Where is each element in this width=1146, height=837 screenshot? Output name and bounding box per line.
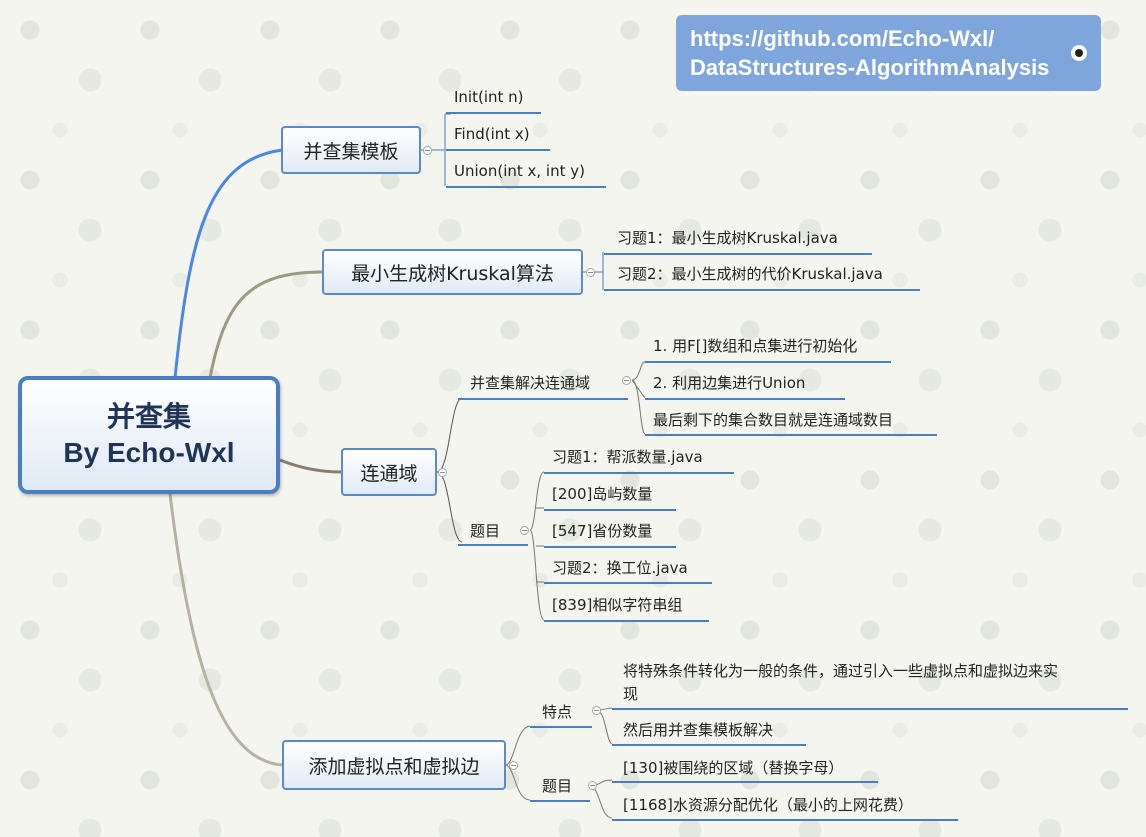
github-link-box[interactable]: https://github.com/Echo-Wxl/ DataStructu… xyxy=(676,15,1101,91)
collapse-toggle-template[interactable] xyxy=(423,146,432,155)
branch-kruskal[interactable]: 最小生成树Kruskal算法 xyxy=(322,249,583,295)
problem-item-3[interactable]: [547]省份数量 xyxy=(552,522,653,540)
branch-kruskal-title: 最小生成树Kruskal算法 xyxy=(351,262,554,285)
template-item-union[interactable]: Union(int x, int y) xyxy=(454,162,585,180)
underline xyxy=(612,819,958,821)
connector-root-kruskal xyxy=(208,270,324,379)
underline xyxy=(458,544,528,546)
connectivity-problems-title[interactable]: 题目 xyxy=(470,522,501,540)
collapse-toggle-virtual[interactable] xyxy=(509,761,518,770)
problem-item-5[interactable]: [839]相似字符串组 xyxy=(552,596,683,614)
connectivity-solve-title[interactable]: 并查集解决连通域 xyxy=(470,374,591,392)
underline xyxy=(604,289,920,291)
branch-template-title: 并查集模板 xyxy=(303,140,399,163)
underline xyxy=(645,434,937,436)
underline xyxy=(544,582,712,584)
collapse-toggle-virtual-problems[interactable] xyxy=(588,781,597,790)
underline xyxy=(612,744,806,746)
collapse-toggle-connectivity[interactable] xyxy=(438,468,447,477)
solve-item-2[interactable]: 2. 利用边集进行Union xyxy=(653,374,806,392)
problem-item-2[interactable]: [200]岛屿数量 xyxy=(552,485,653,503)
underline xyxy=(544,472,734,474)
collapse-toggle-features[interactable] xyxy=(592,706,601,715)
branch-virtual-title: 添加虚拟点和虚拟边 xyxy=(308,755,480,778)
underline xyxy=(645,398,845,400)
underline xyxy=(446,149,550,151)
virtual-problem-2[interactable]: [1168]水资源分配优化（最小的上网花费） xyxy=(623,796,913,814)
root-subtitle: By Echo-Wxl xyxy=(63,437,235,468)
branch-template[interactable]: 并查集模板 xyxy=(281,126,421,174)
virtual-problem-1[interactable]: [130]被围绕的区域（替换字母） xyxy=(623,759,844,777)
underline xyxy=(544,509,676,511)
underline xyxy=(612,708,1128,710)
feature-item-2[interactable]: 然后用并查集模板解决 xyxy=(623,721,774,739)
collapse-toggle-kruskal[interactable] xyxy=(586,268,595,277)
connector-root-virtual xyxy=(168,493,283,767)
kruskal-item-1[interactable]: 习题1：最小生成树Kruskal.java xyxy=(617,229,838,247)
underline xyxy=(446,186,606,188)
github-link-line2: DataStructures-AlgorithmAnalysis xyxy=(690,55,1050,80)
underline xyxy=(544,620,709,622)
underline xyxy=(612,781,878,783)
connector-root-connectivity xyxy=(279,458,342,474)
underline xyxy=(530,800,590,802)
template-item-init[interactable]: Init(int n) xyxy=(454,88,524,106)
template-item-find[interactable]: Find(int x) xyxy=(454,125,530,143)
underline xyxy=(446,112,541,114)
root-node[interactable]: 并查集 By Echo-Wxl xyxy=(18,376,280,494)
underline xyxy=(604,253,872,255)
branch-connectivity-title: 连通域 xyxy=(360,462,418,485)
virtual-features-title[interactable]: 特点 xyxy=(542,703,573,721)
solve-item-1[interactable]: 1. 用F[]数组和点集进行初始化 xyxy=(653,337,858,355)
virtual-problems-title[interactable]: 题目 xyxy=(542,777,573,795)
github-link-line1: https://github.com/Echo-Wxl/ xyxy=(690,26,995,51)
underline xyxy=(530,726,592,728)
problem-item-1[interactable]: 习题1：帮派数量.java xyxy=(552,448,703,466)
underline xyxy=(544,546,676,548)
connector-root-template xyxy=(173,148,283,379)
collapse-toggle-solve[interactable] xyxy=(622,376,631,385)
underline xyxy=(645,361,891,363)
collapse-toggle-problems[interactable] xyxy=(520,526,529,535)
branch-virtual[interactable]: 添加虚拟点和虚拟边 xyxy=(282,740,506,790)
github-icon xyxy=(1071,45,1087,61)
feature-item-1[interactable]: 将特殊条件转化为一般的条件，通过引入一些虚拟点和虚拟边来实 xyxy=(623,662,1059,680)
branch-connectivity[interactable]: 连通域 xyxy=(341,448,437,496)
root-title: 并查集 xyxy=(106,401,191,432)
kruskal-item-2[interactable]: 习题2：最小生成树的代价Kruskal.java xyxy=(617,265,883,283)
feature-item-1-cont: 现 xyxy=(623,685,639,703)
problem-item-4[interactable]: 习题2：换工位.java xyxy=(552,559,688,577)
solve-item-3[interactable]: 最后剩下的集合数目就是连通域数目 xyxy=(653,411,894,429)
underline xyxy=(458,398,628,400)
